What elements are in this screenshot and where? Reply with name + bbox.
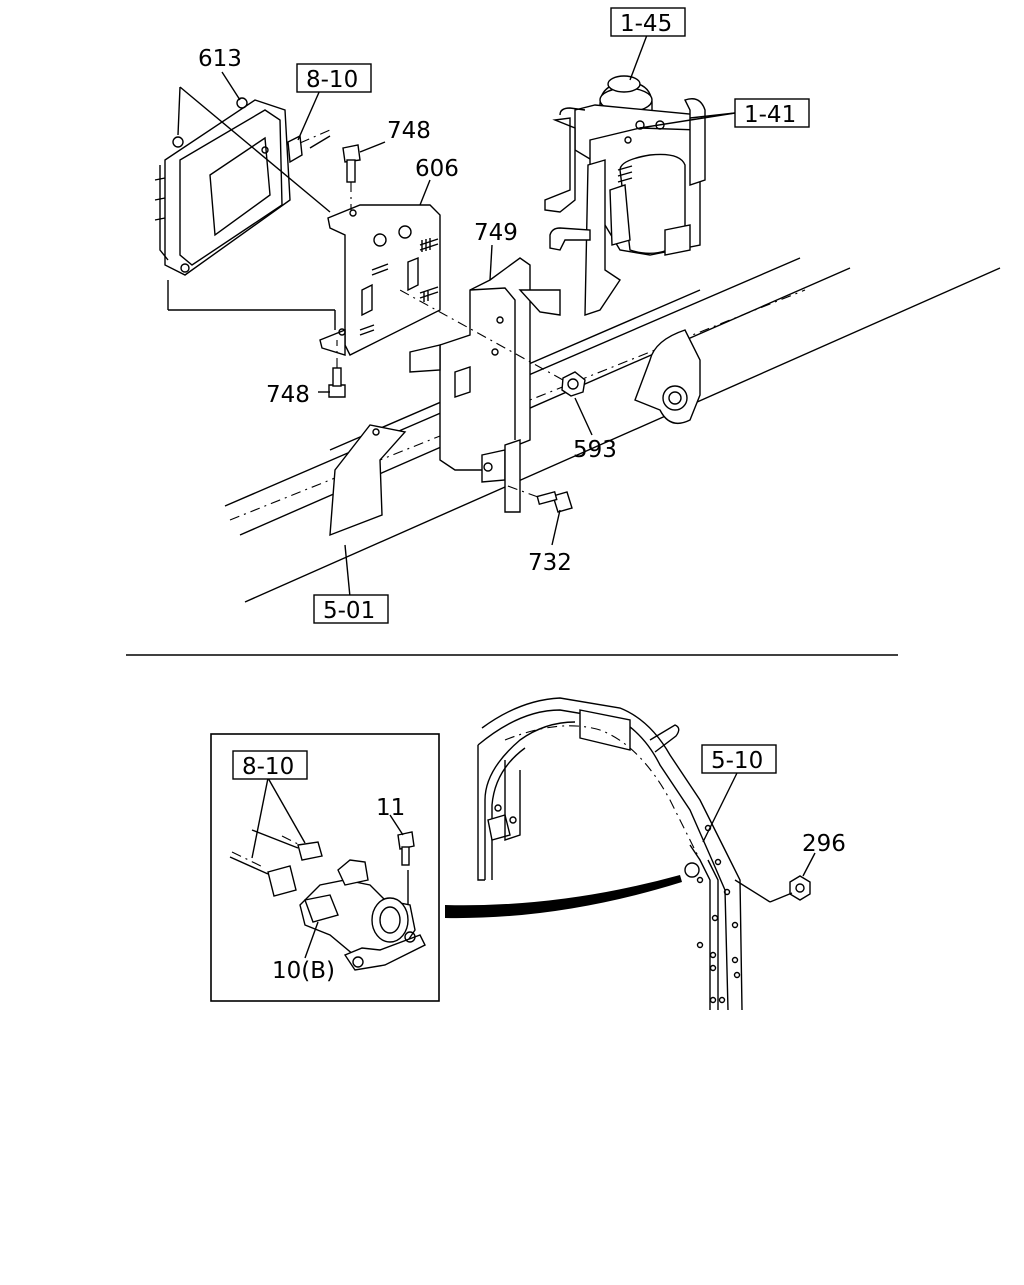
fuel-filter-assembly [544,75,706,316]
leader-lines-upper [177,34,736,598]
nut-593 [399,289,586,397]
svg-text:8-10: 8-10 [242,754,294,780]
nut-296 [734,875,811,903]
ref-box-5-01: 5-01 [313,594,389,624]
mounting-lines [167,280,336,330]
bolt-11 [397,831,415,905]
svg-text:5-10: 5-10 [711,748,763,774]
ref-box-1-45: 1-45 [610,7,686,37]
svg-text:1-41: 1-41 [744,102,796,128]
mounting-bracket-606 [319,204,441,356]
sensor-10b [299,859,426,971]
leader-lines-lower [702,772,816,877]
callout-11: 11 [376,795,405,821]
bolt-748-upper [342,144,361,210]
detail-pointer [445,875,682,919]
controller-unit-613 [154,97,291,276]
bolt-748-lower [328,340,346,398]
svg-text:8-10: 8-10 [306,67,358,93]
callout-748-lower: 748 [266,382,310,408]
callout-749: 749 [474,220,518,246]
ref-box-5-10: 5-10 [701,744,777,774]
callout-10b: 10(B) [272,958,335,984]
callout-748-upper: 748 [387,118,431,144]
callout-296: 296 [802,831,846,857]
callout-613: 613 [198,46,242,72]
callout-606: 606 [415,156,459,182]
ref-box-1-41: 1-41 [734,98,810,128]
inset-connectors [229,829,323,897]
frame-gusset [329,424,407,537]
ref-box-8-10-upper: 8-10 [296,63,372,93]
svg-text:5-01: 5-01 [323,598,375,624]
callout-593: 593 [573,437,617,463]
inset-leaders [251,777,404,959]
mounting-bracket-749 [409,257,561,513]
callout-732: 732 [528,550,572,576]
harness-connector [287,129,331,164]
spring-bracket [634,329,701,424]
frame-crossmember-arch [477,697,743,1011]
bracket-studs [359,238,439,336]
ref-box-8-10-lower: 8-10 [232,750,308,780]
bolt-732 [504,484,573,513]
svg-text:1-45: 1-45 [620,11,672,37]
frame-rail [224,257,1001,603]
